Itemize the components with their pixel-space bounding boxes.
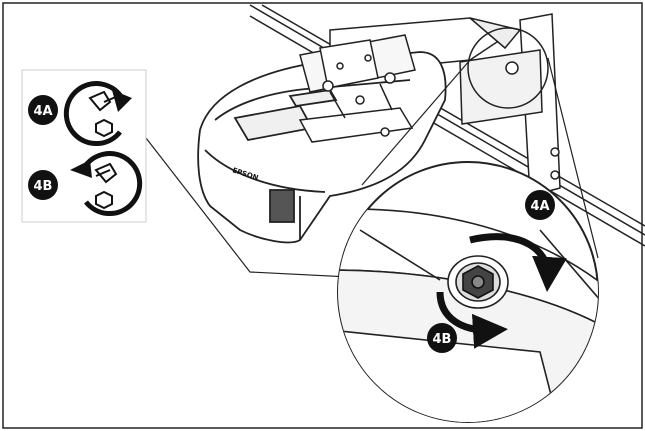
- rotation-legend: 4A 4B: [21, 69, 147, 223]
- legend-label-4a: 4A: [28, 95, 58, 125]
- zoom-detail: [337, 161, 599, 423]
- projector: [197, 51, 447, 244]
- svg-text:4A: 4A: [33, 104, 52, 119]
- svg-text:4B: 4B: [433, 332, 452, 347]
- zoom-arrow-clockwise: [469, 233, 567, 292]
- wrench-counterclockwise-icon: [70, 151, 143, 217]
- zoom-label-4b: 4B: [427, 323, 457, 353]
- adjustment-bracket: [298, 34, 416, 143]
- zoom-label-4a: 4A: [525, 190, 555, 220]
- svg-text:4B: 4B: [34, 179, 53, 194]
- nut-highlight-circle: [467, 27, 549, 109]
- wrench-clockwise-icon: [63, 81, 132, 147]
- legend-label-4b: 4B: [28, 170, 58, 200]
- svg-text:4A: 4A: [530, 199, 549, 214]
- zoom-arrow-counterclockwise: [436, 291, 508, 349]
